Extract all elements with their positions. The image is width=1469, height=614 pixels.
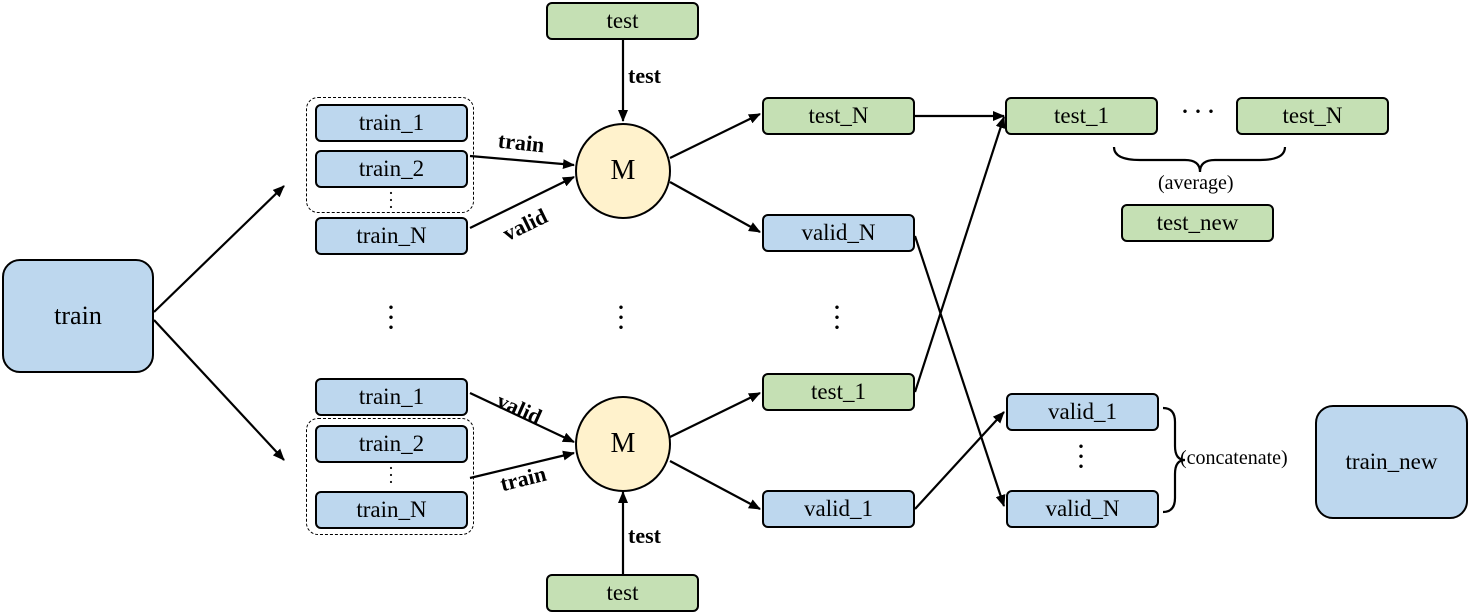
bot-train-n-box: train_N xyxy=(315,491,468,529)
valid-column-ellipsis: ··· xyxy=(1076,430,1086,483)
bot-train-2-box: train_2 xyxy=(315,425,468,463)
top-group-ellipsis: ··· xyxy=(388,183,394,217)
right-test-n-box: test_N xyxy=(1236,97,1389,135)
arrow-train-to-top-branch xyxy=(153,185,285,313)
arrow-valid-n-to-right-valid-n xyxy=(913,235,1006,507)
test-new-box: test_new xyxy=(1121,204,1274,242)
average-label: (average) xyxy=(1158,172,1234,194)
right-valid-1-box: valid_1 xyxy=(1006,393,1159,431)
model-column-ellipsis: ··· xyxy=(616,291,626,344)
arrow-top-valid-to-m xyxy=(469,176,575,229)
top-train-arrow-label: train xyxy=(496,127,546,158)
arrow-top-m-to-valid-n xyxy=(669,181,761,233)
right-test-1-box: test_1 xyxy=(1005,97,1158,135)
average-brace xyxy=(1112,146,1287,173)
top-test-n-box: test_N xyxy=(762,97,915,135)
bot-train-1-box: train_1 xyxy=(315,378,468,416)
bottom-test-arrow-label: test xyxy=(628,523,661,548)
concatenate-brace xyxy=(1162,406,1186,514)
train-new-box: train_new xyxy=(1315,405,1468,519)
train-main-box: train xyxy=(2,259,154,373)
left-column-ellipsis: ··· xyxy=(386,291,396,344)
arrow-bot-m-to-test-1 xyxy=(669,392,761,438)
arrow-top-train-to-m xyxy=(469,154,575,170)
model-top-circle: M xyxy=(575,123,671,219)
test-row-ellipsis: ··· xyxy=(1180,95,1219,128)
arrow-bot-valid-to-m xyxy=(469,392,575,443)
bot-test-1-box: test_1 xyxy=(762,373,915,411)
arrow-valid-1-to-right-valid-1 xyxy=(914,411,1005,510)
top-valid-n-box: valid_N xyxy=(762,214,915,252)
concatenate-label: (concatenate) xyxy=(1180,447,1288,469)
top-train-group xyxy=(306,97,474,213)
arrow-bot-train-to-m xyxy=(469,450,575,480)
test-bottom-box: test xyxy=(546,574,699,612)
test-top-box: test xyxy=(546,2,699,40)
arrow-train-to-bottom-branch xyxy=(153,319,285,461)
output-column-ellipsis: ··· xyxy=(832,291,842,344)
top-train-n-box: train_N xyxy=(315,217,468,255)
top-train-2-box: train_2 xyxy=(315,150,468,188)
model-bottom-circle: M xyxy=(575,396,671,492)
bottom-train-group xyxy=(306,418,474,535)
bottom-group-ellipsis: ··· xyxy=(388,458,394,492)
bot-valid-1-box: valid_1 xyxy=(762,490,915,528)
arrow-bot-m-to-valid-1 xyxy=(669,460,761,510)
top-train-1-box: train_1 xyxy=(315,104,468,142)
arrow-test-1-to-right-test-1 xyxy=(913,116,1006,393)
right-valid-n-box: valid_N xyxy=(1006,490,1159,528)
top-test-arrow-label: test xyxy=(628,63,661,88)
arrow-top-m-to-test-n xyxy=(669,113,761,159)
